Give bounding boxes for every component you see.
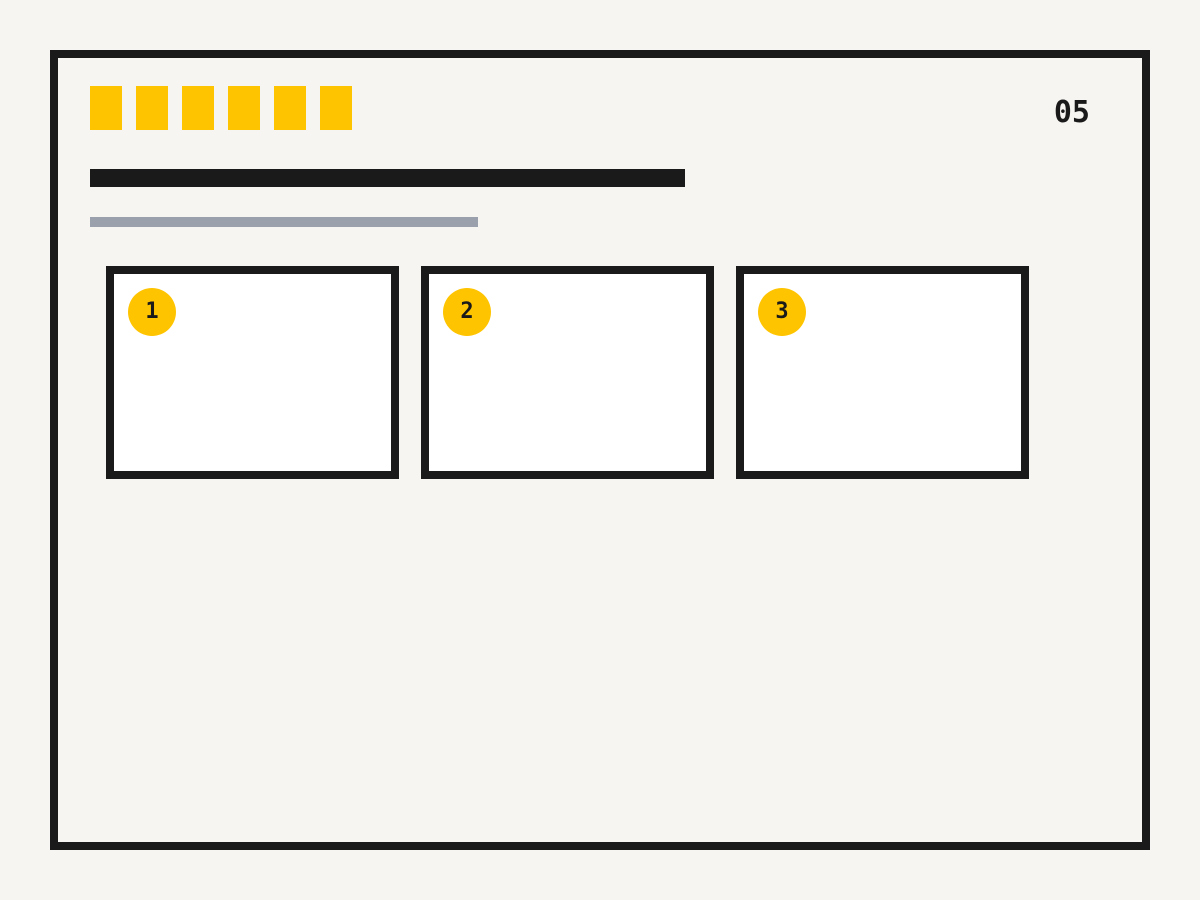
progress-square [90, 86, 122, 130]
progress-square [136, 86, 168, 130]
progress-square [228, 86, 260, 130]
step-number-badge: 3 [758, 288, 806, 336]
progress-square [274, 86, 306, 130]
progress-square [320, 86, 352, 130]
subtitle-placeholder-bar [90, 217, 478, 227]
progress-square [182, 86, 214, 130]
slide-frame: 05 1 2 3 [50, 50, 1150, 850]
step-card-1: 1 [106, 266, 399, 479]
step-number-badge: 1 [128, 288, 176, 336]
title-placeholder-bar [90, 169, 685, 187]
step-card-3: 3 [736, 266, 1029, 479]
step-card-2: 2 [421, 266, 714, 479]
page-number: 05 [1053, 95, 1090, 130]
step-number-badge: 2 [443, 288, 491, 336]
